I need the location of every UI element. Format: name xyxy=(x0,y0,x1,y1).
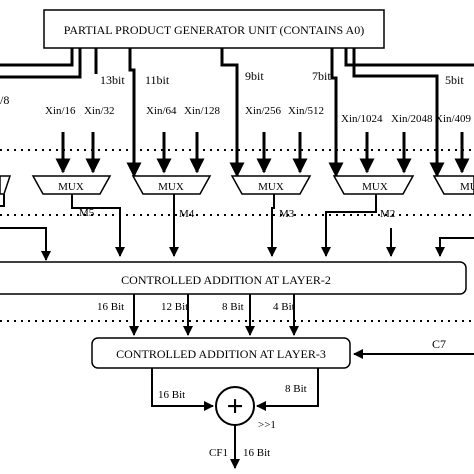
adder-symbol: + xyxy=(226,390,243,423)
final-bits-label: 16 Bit xyxy=(243,447,270,459)
mux-m3 xyxy=(230,175,312,195)
partial-product-generator-box xyxy=(43,9,385,49)
mux-output-m3: M3 xyxy=(279,208,295,220)
layer3-box xyxy=(91,337,351,369)
layer2-box xyxy=(0,261,467,295)
layer3-output-lines xyxy=(151,368,319,411)
input-label-xin32: Xin/32 xyxy=(84,105,115,117)
generator-output-lines xyxy=(0,48,474,178)
bit-label-5bit: 5bit xyxy=(445,73,464,87)
layer2-output-8bit: 8 Bit xyxy=(222,301,244,313)
mux-label-m5: MUX xyxy=(58,181,84,193)
input-label-xin512: Xin/512 xyxy=(288,105,324,117)
mux-partial-left xyxy=(0,175,12,195)
input-label-xin128: Xin/128 xyxy=(184,105,221,117)
mux-output-m2: M2 xyxy=(380,208,395,220)
mux-label-m4: MUX xyxy=(158,181,184,193)
layer2-output-16bit: 16 Bit xyxy=(97,301,124,313)
layer3-output-8bit: 8 Bit xyxy=(285,383,307,395)
mux-output-m4: M4 xyxy=(179,208,195,220)
bit-label-partial: /8 xyxy=(0,93,9,107)
bit-label-11bit: 11bit xyxy=(145,73,170,87)
input-label-xin2048: Xin/2048 xyxy=(391,113,433,125)
mux-partial-right xyxy=(432,175,474,195)
layer2-label: CONTROLLED ADDITION AT LAYER-2 xyxy=(121,273,331,287)
mux-input-arrows xyxy=(55,132,470,174)
input-label-xin64: Xin/64 xyxy=(146,105,177,117)
mux-m4 xyxy=(131,175,212,195)
input-label-xin256: Xin/256 xyxy=(245,105,282,117)
layer2-output-lines xyxy=(129,294,299,336)
layer3-output-16bit: 16 Bit xyxy=(158,389,185,401)
mux-m5 xyxy=(31,175,112,195)
mux-blocks xyxy=(0,175,474,195)
bit-label-13bit: 13bit xyxy=(100,73,125,87)
mux-label-m2: MUX xyxy=(362,181,388,193)
input-label-xin1024: Xin/1024 xyxy=(341,113,383,125)
mux-label-m3: MUX xyxy=(258,181,284,193)
c7-label: C7 xyxy=(432,337,446,351)
bit-label-9bit: 9bit xyxy=(245,69,264,83)
mux-label-right: MUX xyxy=(460,181,474,193)
layer3-label: CONTROLLED ADDITION AT LAYER-3 xyxy=(116,347,326,361)
partial-product-generator-label: PARTIAL PRODUCT GENERATOR UNIT (CONTAINS… xyxy=(64,23,364,37)
layer2-output-4bit: 4 Bit xyxy=(273,301,295,313)
layer2-output-12bit: 12 Bit xyxy=(161,301,188,313)
bit-label-7bit: 7bit xyxy=(312,69,331,83)
mux-output-m5: M5 xyxy=(79,207,95,219)
final-cf-label: CF1 xyxy=(209,447,228,459)
mux-m2 xyxy=(332,175,415,195)
input-label-xin409: Xin/409 xyxy=(435,113,472,125)
mux-to-layer2-lines xyxy=(0,194,474,261)
shift-label: >>1 xyxy=(258,419,276,431)
input-label-xin16: Xin/16 xyxy=(45,105,76,117)
